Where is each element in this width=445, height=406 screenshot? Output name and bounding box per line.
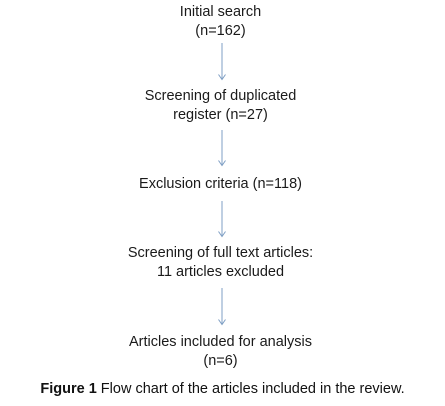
step-full-text-screening: Screening of full text articles: 11 arti… xyxy=(0,244,443,282)
step-text: (n=6) xyxy=(203,353,238,369)
step-text: Screening of full text articles: xyxy=(127,245,314,261)
step-screening-duplicates: Screening of duplicated register (n=27) xyxy=(0,87,443,125)
step-text: (n=162) xyxy=(195,23,246,39)
step-text: Exclusion criteria (n=118) xyxy=(139,176,302,192)
step-text: Initial search xyxy=(179,4,262,20)
step-text: Articles included for analysis xyxy=(129,334,312,350)
figure-label: Figure 1 xyxy=(40,381,97,397)
step-text: Screening of duplicated xyxy=(144,88,297,104)
step-articles-included: Articles included for analysis (n=6) xyxy=(0,333,443,371)
step-text: 11 articles excluded xyxy=(156,264,285,280)
down-arrow-icon xyxy=(218,130,226,167)
step-initial-search: Initial search (n=162) xyxy=(0,3,443,41)
figure-caption: Figure 1 Flow chart of the articles incl… xyxy=(0,380,445,399)
figure-caption-text: Flow chart of the articles included in t… xyxy=(100,381,405,397)
step-exclusion-criteria: Exclusion criteria (n=118) xyxy=(0,175,443,194)
down-arrow-icon xyxy=(218,201,226,238)
down-arrow-icon xyxy=(218,288,226,326)
step-text: register (n=27) xyxy=(173,107,268,123)
down-arrow-icon xyxy=(218,43,226,81)
